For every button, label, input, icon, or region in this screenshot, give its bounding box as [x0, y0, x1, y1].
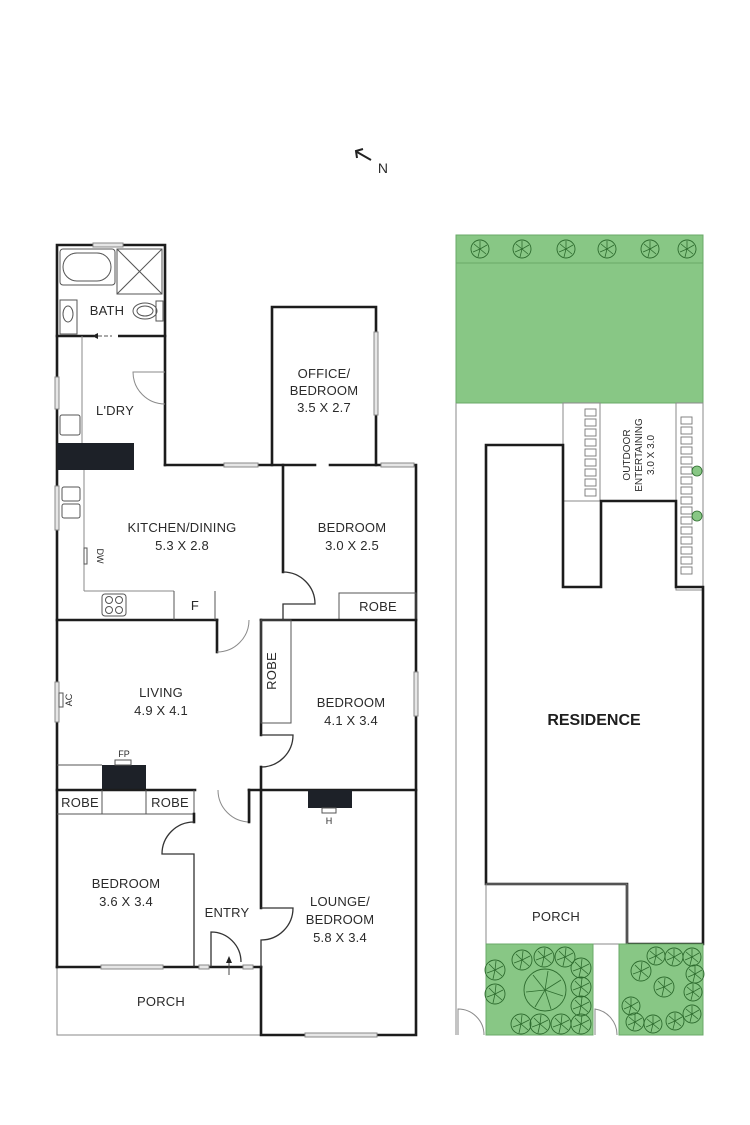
pavers-right	[680, 416, 693, 575]
room-living-dims: 4.9 X 4.1	[134, 703, 188, 718]
site-plan	[455, 234, 705, 1036]
room-labels: BATH L'DRY OFFICE/ BEDROOM 3.5 X 2.7 KIT…	[90, 303, 387, 1009]
room-bedroom1-label: BEDROOM	[318, 520, 387, 535]
floor-plan: DW F ROBE ROBE AC FP ROBE	[54, 242, 419, 1038]
ac-label: AC	[64, 693, 74, 706]
north-arrow-icon	[354, 148, 372, 161]
north-label: N	[378, 160, 388, 176]
room-entry-label: ENTRY	[205, 905, 250, 920]
room-bath-label: BATH	[90, 303, 125, 318]
outdoor-label-1: OUTDOOR	[622, 429, 633, 480]
chimney-block	[57, 443, 134, 470]
room-office-dims: 3.5 X 2.7	[297, 400, 351, 415]
room-kitchen-label: KITCHEN/DINING	[128, 520, 237, 535]
room-kitchen-dims: 5.3 X 2.8	[155, 538, 209, 553]
outdoor-label-2: ENTERTAINING	[634, 418, 645, 492]
residence-label: RESIDENCE	[547, 712, 641, 729]
room-bedroom3-dims: 3.6 X 3.4	[99, 894, 153, 909]
room-laundry-label: L'DRY	[96, 403, 134, 418]
front-garden-left	[485, 943, 594, 1036]
room-living-label: LIVING	[139, 685, 183, 700]
dw-label: DW	[95, 549, 105, 564]
room-bedroom2-dims: 4.1 X 3.4	[324, 713, 378, 728]
robe-label: ROBE	[359, 599, 397, 614]
room-office-label: OFFICE/	[298, 366, 351, 381]
outdoor-dims: 3.0 X 3.0	[646, 435, 657, 475]
backyard-lawn	[455, 234, 704, 404]
room-lounge-label: LOUNGE/	[310, 894, 370, 909]
room-porch-label: PORCH	[137, 994, 185, 1009]
room-lounge-label-2: BEDROOM	[306, 912, 375, 927]
robe-label: ROBE	[151, 795, 189, 810]
fp-label: FP	[118, 749, 130, 759]
heater	[308, 790, 352, 808]
robe-label: ROBE	[264, 652, 279, 690]
room-lounge-dims: 5.8 X 3.4	[313, 930, 367, 945]
pavers-left	[584, 408, 597, 497]
site-labels: RESIDENCE PORCH OUTDOOR ENTERTAINING 3.0…	[532, 418, 657, 924]
site-porch-label: PORCH	[532, 909, 580, 924]
room-bedroom3-label: BEDROOM	[92, 876, 161, 891]
fridge-label: F	[191, 598, 199, 613]
room-bedroom1-dims: 3.0 X 2.5	[325, 538, 379, 553]
robe-label: ROBE	[61, 795, 99, 810]
room-office-label-2: BEDROOM	[290, 383, 359, 398]
heater-label: H	[326, 816, 333, 826]
fireplace	[102, 765, 146, 790]
room-bedroom2-label: BEDROOM	[317, 695, 386, 710]
